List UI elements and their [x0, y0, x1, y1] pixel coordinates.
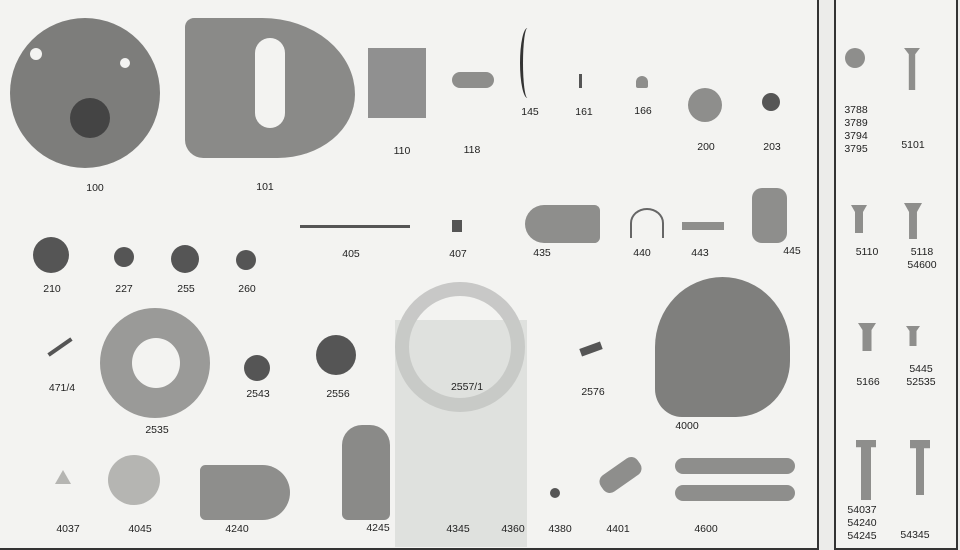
screw-label: 54345 — [900, 529, 930, 541]
wheel-2556 — [316, 335, 356, 375]
screw-label: 5118 54600 — [907, 246, 937, 271]
wheel-227 — [114, 247, 134, 267]
main-plate-100 — [10, 18, 160, 168]
spring-145 — [520, 28, 535, 98]
part-label: 440 — [633, 247, 651, 259]
part-label: 2557/1 — [450, 381, 484, 393]
wheel-210 — [33, 237, 69, 273]
screw-5445 — [906, 326, 920, 346]
part-label: 210 — [43, 283, 61, 295]
part-label: 260 — [238, 283, 256, 295]
wheel-260 — [236, 250, 256, 270]
bridge-101 — [185, 18, 355, 158]
part-label: 2535 — [145, 424, 169, 436]
lever-118 — [452, 72, 494, 88]
part-label: 471/4 — [48, 382, 76, 394]
part-label: 101 — [256, 181, 274, 193]
screw-label: 5445 52535 — [906, 363, 936, 388]
stud-166 — [636, 76, 648, 88]
plate-4000 — [655, 277, 790, 417]
wheel-255 — [171, 245, 199, 273]
part-label: 118 — [463, 144, 481, 156]
bridge-4600-top — [675, 458, 795, 474]
part-label: 161 — [575, 106, 593, 118]
part-label: 4000 — [675, 420, 699, 432]
spring-440 — [630, 208, 664, 238]
lever-443 — [682, 222, 724, 230]
part-label: 4037 — [56, 523, 80, 535]
part-label: 110 — [393, 145, 411, 157]
part-label: 227 — [115, 283, 133, 295]
part-label: 405 — [342, 248, 360, 260]
wheel-2543 — [244, 355, 270, 381]
lever-445 — [752, 188, 787, 243]
screw-54037 — [856, 440, 876, 500]
lever-435 — [525, 205, 600, 243]
part-label: 2543 — [246, 388, 270, 400]
screw-label: 5166 — [856, 376, 880, 388]
part-label: 4345 — [446, 523, 470, 535]
part-label: 255 — [177, 283, 195, 295]
part-label: 435 — [533, 247, 551, 259]
part-label: 407 — [449, 248, 467, 260]
part-label: 166 — [634, 105, 652, 117]
wheel-200 — [688, 88, 722, 122]
bridge-110 — [368, 48, 426, 118]
wheel-4380 — [550, 488, 560, 498]
part-label: 100 — [86, 182, 104, 194]
screw-head-3788 — [845, 48, 865, 68]
screw-parts-panel — [834, 0, 958, 550]
screw-label: 54037 54240 54245 — [847, 504, 877, 542]
pinion-407 — [452, 220, 462, 232]
part-label: 4045 — [128, 523, 152, 535]
screw-label: 3788 3789 3794 3795 — [844, 104, 868, 155]
part-label: 145 — [521, 106, 539, 118]
part-label: 2556 — [326, 388, 350, 400]
part-label: 443 — [691, 247, 709, 259]
screw-label: 5101 — [901, 139, 925, 151]
part-label: 4360 — [501, 523, 525, 535]
lever-4245 — [342, 425, 390, 520]
part-label: 4240 — [225, 523, 249, 535]
stem-405 — [300, 225, 410, 228]
part-label: 4245 — [366, 522, 390, 534]
part-label: 4380 — [548, 523, 572, 535]
wheel-203 — [762, 93, 780, 111]
screw-5166 — [858, 323, 876, 351]
part-label: 2576 — [581, 386, 605, 398]
transparent-overlay — [395, 320, 527, 547]
part-label: 4600 — [694, 523, 718, 535]
pin-161 — [579, 74, 582, 88]
bridge-4240 — [200, 465, 290, 520]
screw-5110 — [851, 205, 867, 233]
part-label: 200 — [697, 141, 715, 153]
plate-2535 — [100, 308, 210, 418]
screw-label: 5110 — [855, 246, 879, 258]
bridge-4600-bottom — [675, 485, 795, 501]
part-label: 203 — [763, 141, 781, 153]
part-label: 445 — [783, 245, 801, 257]
part-label: 4401 — [606, 523, 630, 535]
cover-4045 — [108, 455, 160, 505]
